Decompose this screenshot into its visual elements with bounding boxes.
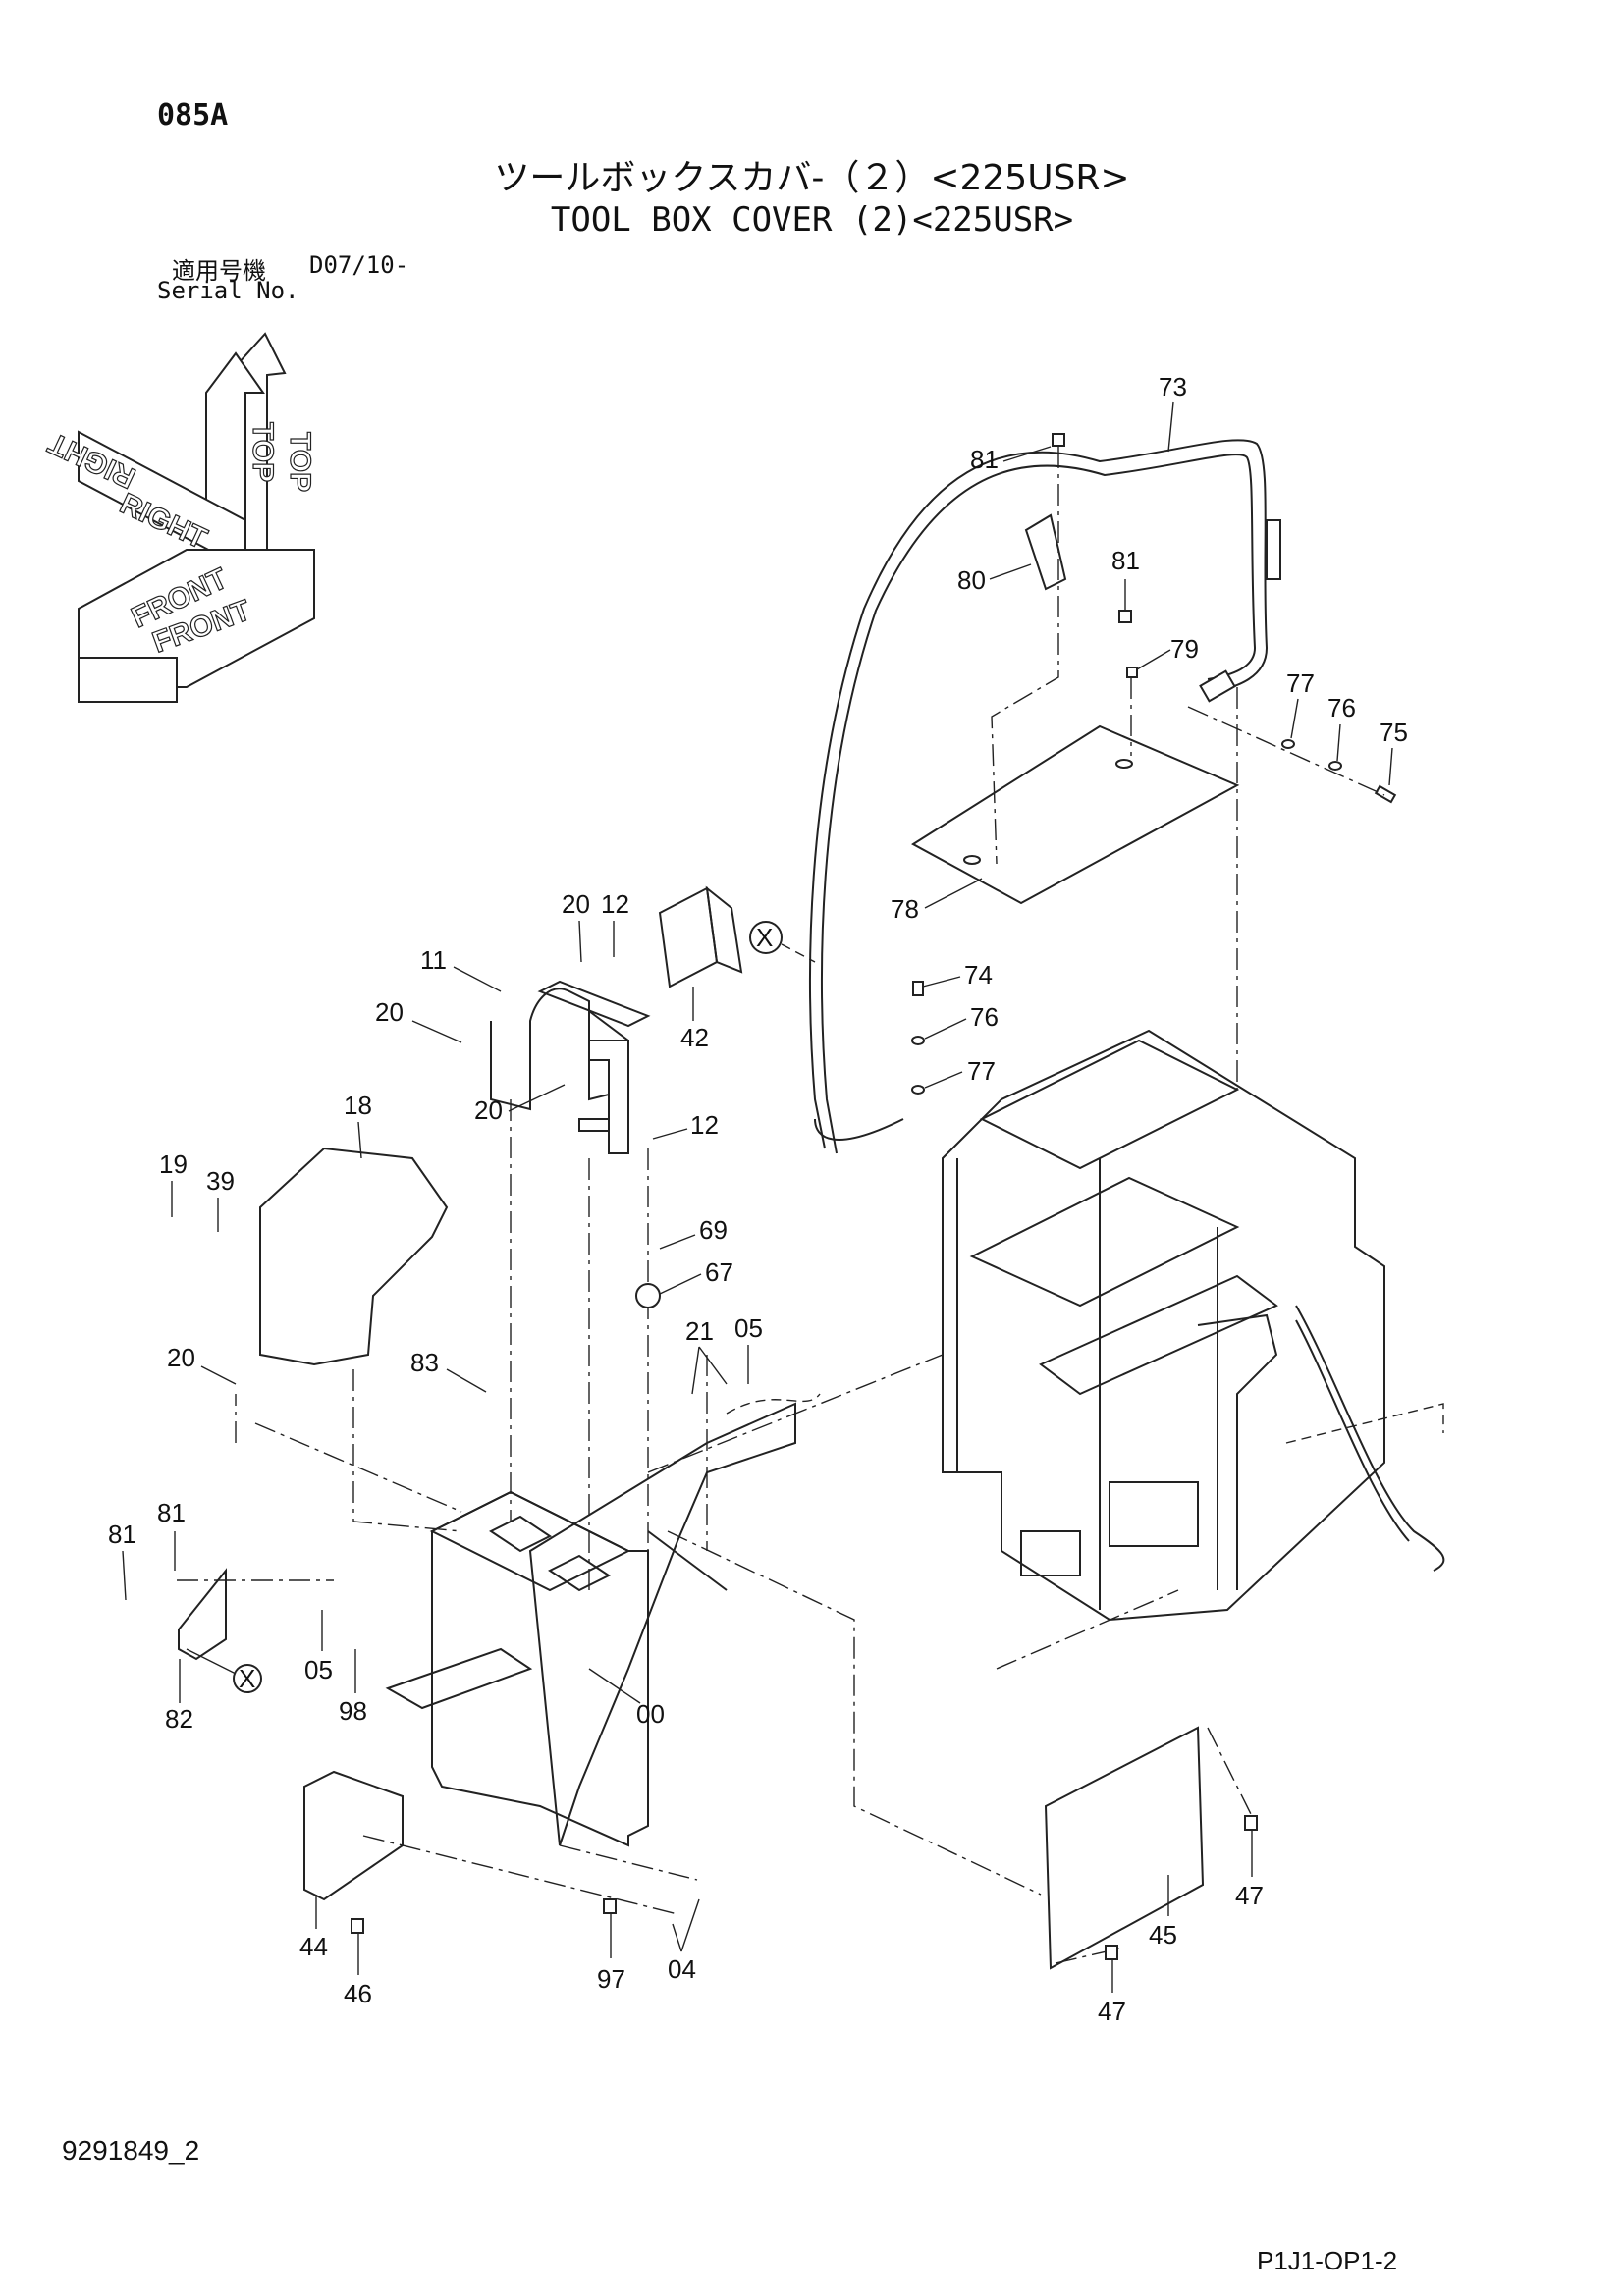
callout-73: 73 <box>1159 372 1187 401</box>
callout-97: 97 <box>597 1964 625 1994</box>
orientation-top-label: TOP <box>246 422 279 482</box>
callout-20: 20 <box>474 1095 503 1125</box>
callout-78: 78 <box>891 894 919 924</box>
page-reference: P1J1-OP1-2 <box>1257 2246 1398 2275</box>
callout-47: 47 <box>1098 1997 1126 2026</box>
callout-12: 12 <box>690 1110 719 1140</box>
page-title-english: TOOL BOX COVER (2)<225USR> <box>550 200 1074 240</box>
callout-44: 44 <box>299 1932 328 1961</box>
callout-20: 20 <box>562 889 590 919</box>
drawing-number: 9291849_2 <box>62 2135 200 2165</box>
part-42-box <box>658 885 743 988</box>
part-11-bracket <box>490 980 651 1111</box>
callout-81: 81 <box>970 445 999 474</box>
orientation-indicator: TOP TOP RIGHT RIGHT FRONT FRONT <box>43 332 317 703</box>
page-title-japanese: ツールボックスカバ-（２）<225USR> <box>494 158 1130 198</box>
callout-45: 45 <box>1149 1920 1177 1949</box>
serial-range: D07/10- <box>309 251 409 279</box>
serial-label-japanese: 適用号機 <box>172 257 266 285</box>
orientation-top-label-2: TOP <box>284 432 316 492</box>
part-11-stay <box>578 1040 629 1154</box>
callout-81: 81 <box>108 1520 136 1549</box>
callout-21: 21 <box>685 1316 714 1346</box>
callout-00: 00 <box>636 1699 665 1729</box>
part-80-bracket <box>1024 513 1067 591</box>
callout-04: 04 <box>668 1954 696 1984</box>
callout-11: 11 <box>420 945 447 975</box>
callout-83: 83 <box>410 1348 439 1377</box>
callout-98: 98 <box>339 1696 367 1726</box>
callout-67: 67 <box>705 1257 733 1287</box>
callout-46: 46 <box>344 1979 372 2008</box>
svg-text:X: X <box>756 923 773 952</box>
callout-39: 39 <box>206 1166 235 1196</box>
svg-text:X: X <box>239 1664 255 1693</box>
reference-marker-x-upper: X <box>749 921 816 963</box>
part-18-cover <box>259 1147 449 1366</box>
callout-12: 12 <box>601 889 629 919</box>
callout-81: 81 <box>1111 546 1140 575</box>
tool-box-assembly <box>942 1029 1445 1622</box>
callout-69: 69 <box>699 1215 728 1245</box>
callout-77: 77 <box>967 1056 996 1086</box>
part-82-bracket <box>178 1568 227 1661</box>
callout-80: 80 <box>957 565 986 595</box>
part-73-handrail <box>809 439 1281 1154</box>
part-00-stand <box>385 1402 796 1847</box>
step-plate <box>385 1647 533 1710</box>
part-44-cover <box>303 1770 404 1901</box>
callout-81: 81 <box>157 1498 186 1527</box>
callout-76: 76 <box>1327 693 1356 722</box>
callout-42: 42 <box>680 1023 709 1052</box>
reference-marker-x-lower: X <box>186 1648 262 1693</box>
callout-20: 20 <box>167 1343 195 1372</box>
callout-77: 77 <box>1286 668 1315 698</box>
callout-76: 76 <box>970 1002 999 1032</box>
callout-47: 47 <box>1235 1881 1264 1910</box>
serial-label-english: Serial No. <box>157 277 299 304</box>
callout-75: 75 <box>1380 718 1408 747</box>
front-arrow-base <box>78 657 178 703</box>
part-45-panel <box>1044 1726 1205 1970</box>
part-78-plate <box>911 724 1240 905</box>
callout-20: 20 <box>375 997 404 1027</box>
callout-79: 79 <box>1170 634 1199 664</box>
fasteners-upper <box>911 433 1397 1095</box>
callout-18: 18 <box>344 1091 372 1120</box>
callout-82: 82 <box>165 1704 193 1734</box>
callout-05: 05 <box>734 1313 763 1343</box>
page-code: 085A <box>157 98 229 133</box>
callout-05: 05 <box>304 1655 333 1684</box>
callout-19: 19 <box>159 1149 188 1179</box>
callout-74: 74 <box>964 960 993 989</box>
part-67-clip <box>635 1283 661 1308</box>
